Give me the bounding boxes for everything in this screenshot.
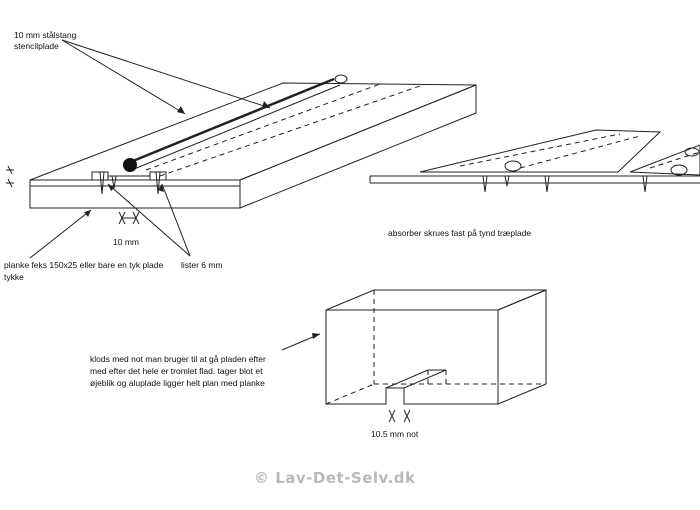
absorber-plate-left [419,129,662,173]
absorber-plate-right [629,144,700,176]
watermark: © Lav-Det-Selv.dk [254,469,416,487]
notched-block [325,289,547,423]
label-notch: 10.5 mm not [371,429,419,439]
plank-side [239,84,477,209]
screw-icon [642,175,648,193]
label-block-2: med efter det hele er tromlet flad. tage… [90,366,263,376]
label-stencil-plate: stencilplade [14,41,59,51]
block-front [325,309,499,405]
rod-end [670,164,688,176]
rod-end [504,160,522,172]
block-side [497,289,547,405]
rod-end [334,74,348,84]
label-gap: 10 mm [113,237,139,247]
label-absorber: absorber skrues fast på tynd træplade [388,228,531,238]
strip-right [149,171,167,181]
screw-icon [155,171,161,195]
screw-icon [482,175,488,193]
label-plank-thickness: tykke [4,272,24,282]
label-strips: lister 6 mm [181,260,223,270]
plank-assembly [6,74,477,225]
block-top [325,289,547,311]
absorber-assembly [369,129,700,193]
rod-cross-section [123,158,137,172]
screw-icon [544,175,550,193]
steel-rod [127,77,335,165]
stencil-plate [29,82,477,181]
label-steel-rod: 10 mm stålstang [14,30,77,40]
screw-icon [99,171,105,195]
label-plank: planke feks 150x25 eller bare en tyk pla… [4,260,164,270]
label-block-3: øjeblik og aluplade ligger helt plan med… [90,378,265,388]
leader-lines [29,39,321,351]
plank-front [29,179,241,209]
label-block-1: klods med not man bruger til at gå plade… [90,354,266,364]
